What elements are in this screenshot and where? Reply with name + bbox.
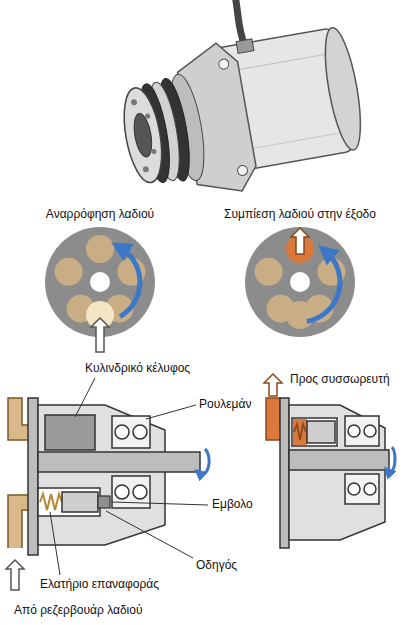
part-label: Αναρρόφηση λαδιού — [46, 207, 154, 222]
suction-rotor-view — [86, 235, 114, 263]
suction-cross-section — [98, 496, 110, 508]
compression-cross-section — [388, 447, 395, 472]
suction-cross-section — [40, 494, 62, 510]
suction-rotor-view — [55, 258, 83, 286]
pump-motor-unit — [236, 39, 254, 54]
suction-cross-section — [38, 405, 165, 545]
leader-lines — [106, 511, 193, 558]
part-label: Από ρεζερβουάρ λαδιού — [14, 603, 143, 618]
part-label: Συμπίεση λαδιού στην έξοδο — [224, 207, 376, 222]
compression-rotor-view — [245, 227, 355, 337]
compression-rotor-view — [290, 272, 310, 292]
pump-motor-unit — [131, 112, 154, 158]
compression-cross-section — [264, 374, 395, 548]
leader-lines — [112, 502, 208, 505]
compression-rotor-view — [255, 258, 283, 286]
suction-cross-section — [45, 415, 95, 450]
pump-motor-unit — [218, 58, 230, 70]
compression-cross-section — [280, 398, 289, 548]
compression-cross-section — [294, 424, 306, 440]
suction-rotor-view — [45, 227, 155, 352]
suction-cross-section — [6, 398, 209, 590]
part-label: Εμβολο — [212, 497, 253, 512]
suction-rotor-view — [91, 318, 109, 352]
pump-motor-unit — [118, 85, 168, 185]
leader-lines — [50, 378, 208, 575]
compression-cross-section — [289, 405, 385, 540]
compression-cross-section — [289, 450, 389, 470]
compression-cross-section — [307, 421, 335, 443]
pump-motor-unit — [145, 113, 151, 119]
pump-motor-unit — [318, 25, 367, 152]
pump-motor-unit — [237, 165, 249, 177]
compression-cross-section — [293, 419, 307, 445]
compression-rotor-view — [291, 228, 309, 254]
compression-cross-section — [264, 374, 282, 396]
compression-cross-section — [364, 483, 376, 495]
suction-cross-section — [115, 485, 129, 499]
suction-cross-section — [6, 560, 24, 590]
suction-rotor-view — [120, 247, 140, 316]
suction-rotor-view — [90, 272, 110, 292]
suction-cross-section — [38, 488, 100, 516]
part-label: Ελατήριο επαναφοράς — [40, 577, 159, 592]
leader-lines — [146, 405, 196, 419]
suction-cross-section — [133, 485, 147, 499]
compression-rotor-view — [307, 251, 340, 321]
pump-motor-unit — [106, 0, 371, 209]
compression-rotor-view — [245, 227, 355, 337]
pump-motor-unit — [151, 149, 157, 155]
compression-cross-section — [345, 416, 379, 446]
suction-cross-section — [115, 425, 129, 439]
compression-cross-section — [364, 425, 376, 437]
part-label: Κυλινδρικό κέλυφος — [85, 361, 190, 376]
leader-lines — [75, 378, 95, 417]
suction-cross-section — [199, 449, 209, 474]
suction-cross-section — [133, 425, 147, 439]
pump-motor-unit — [142, 166, 149, 173]
compression-rotor-view — [286, 301, 314, 329]
compression-cross-section — [348, 483, 360, 495]
compression-cross-section — [292, 418, 337, 446]
part-label: Ρουλεμάν — [199, 397, 251, 412]
leader-lines — [50, 512, 60, 575]
suction-cross-section — [62, 492, 98, 512]
part-label: Οδηγός — [196, 558, 237, 573]
compression-cross-section — [345, 474, 379, 504]
pump-motor-unit — [235, 0, 245, 47]
suction-cross-section — [112, 416, 150, 448]
compression-cross-section — [348, 425, 360, 437]
part-label: Προς συσσωρευτή — [290, 372, 390, 387]
pump-motor-unit — [131, 99, 138, 106]
suction-cross-section — [38, 452, 200, 472]
suction-cross-section — [28, 398, 38, 555]
